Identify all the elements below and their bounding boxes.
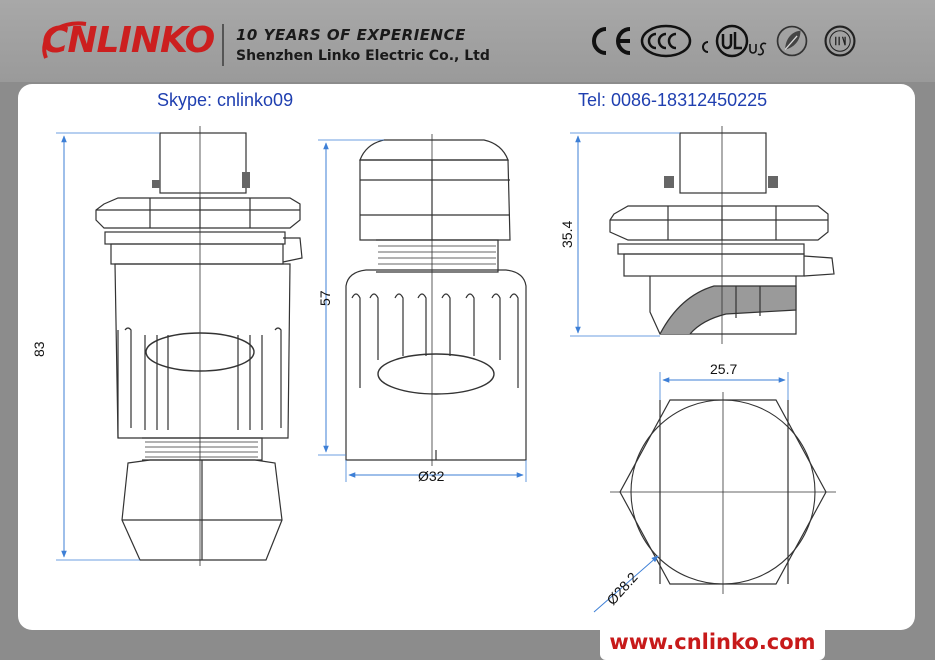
plug-side-view xyxy=(345,139,527,461)
header-bar: CNLINKO 10 YEARS OF EXPERIENCE Shenzhen … xyxy=(0,0,935,82)
footer-website-box: www.cnlinko.com xyxy=(600,628,825,660)
ce-mark-icon xyxy=(592,27,631,55)
tagline: 10 YEARS OF EXPERIENCE xyxy=(236,26,466,44)
dimension-plug-diameter: Ø32 xyxy=(345,460,527,484)
dimension-28-2-label: Ø28.2 xyxy=(603,569,641,608)
company-name: Shenzhen Linko Electric Co., Ltd xyxy=(236,48,490,64)
ccc-mark-icon xyxy=(640,24,692,58)
dimension-57-label: 57 xyxy=(317,290,333,306)
cul-us-mark-icon xyxy=(702,24,767,58)
dimension-socket-height: 35.4 xyxy=(559,132,680,337)
phone-contact: Tel: 0086-18312450225 xyxy=(578,90,768,110)
dimension-35-4-label: 35.4 xyxy=(559,221,575,248)
dimension-plug-height: 57 xyxy=(317,139,384,456)
rohs-mark-icon xyxy=(776,25,808,57)
dimension-32-label: Ø32 xyxy=(418,468,445,484)
socket-side-view xyxy=(609,132,835,335)
website-link[interactable]: www.cnlinko.com xyxy=(609,630,816,654)
assembly-side-view xyxy=(95,132,303,561)
logo-swoosh-icon xyxy=(42,21,87,59)
dimension-flat-width: 25.7 xyxy=(659,361,789,400)
dimension-25-7-label: 25.7 xyxy=(710,361,737,377)
iso9001-mark-icon xyxy=(824,25,856,57)
dimension-83-label: 83 xyxy=(31,341,47,357)
header-divider xyxy=(222,24,224,66)
skype-contact: Skype: cnlinko09 xyxy=(157,90,294,110)
brand-logo: CNLINKO xyxy=(42,20,215,61)
dimension-hex-diameter: Ø28.2 xyxy=(593,555,659,613)
dimension-total-height: 83 xyxy=(31,132,160,561)
